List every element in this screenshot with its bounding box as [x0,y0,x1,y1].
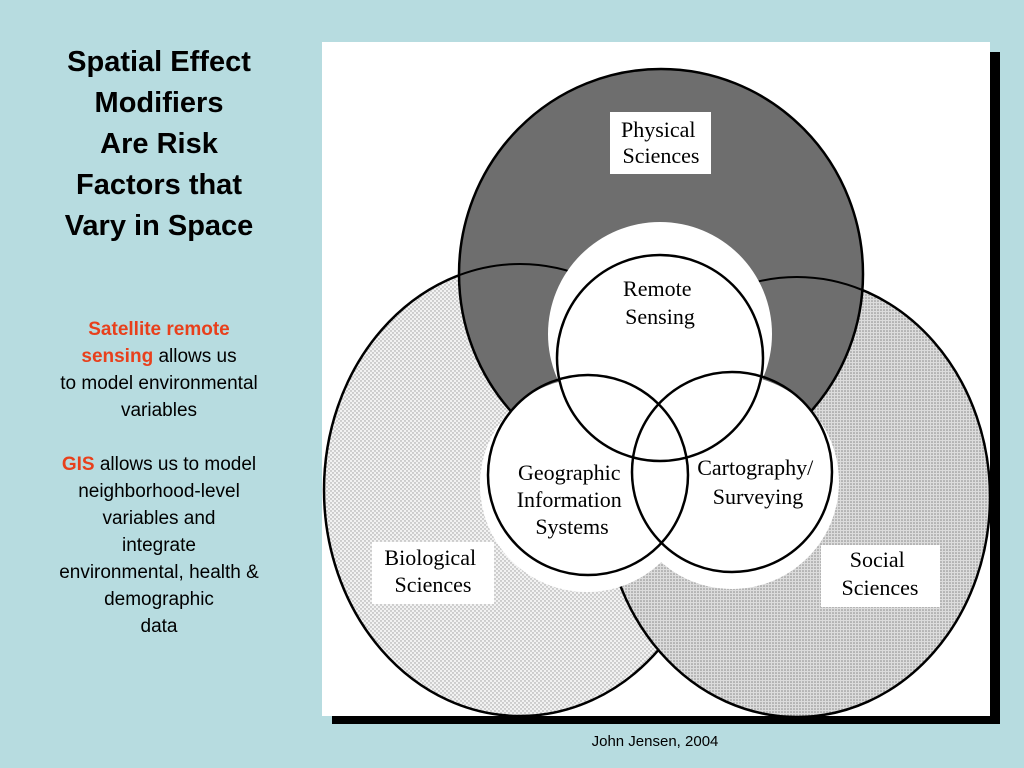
paragraph-text: to model environmental [60,373,258,394]
slide-body: Satellite remote sensing allows us to mo… [20,316,298,640]
remote-sensing-highlight: sensing [81,346,154,367]
social-sciences-label: Social Sciences [842,547,919,600]
paragraph-text: variables [120,400,198,421]
paragraph-text: neighborhood-level [78,481,240,502]
remote-sensing-label: Remote Sensing [623,276,697,329]
biological-sciences-label: Biological Sciences [384,545,481,597]
paragraph-text: data [140,616,178,637]
paragraph-text: allows us to model [99,454,257,475]
venn-diagram: Physical Sciences Remote Sensing Geograp… [322,67,990,716]
slide-title: Spatial Effect Modifiers Are Risk Factor… [20,42,298,247]
paragraph-text: integrate [122,535,196,556]
remote-sensing-paragraph-line: Satellite remote [20,316,298,343]
image-credit: John Jensen, 2004 [591,733,719,750]
title-line: Are Risk [100,128,218,160]
physical-sciences-label: Physical Sciences [621,117,701,168]
remote-sensing-paragraph-line: sensing allows us [20,343,298,370]
venn-diagram-panel: Physical Sciences Remote Sensing Geograp… [322,42,990,716]
remote-sensing-highlight: Satellite remote [88,319,230,340]
paragraph-text: environmental, health & [59,562,259,583]
cartography-surveying-label: Cartography/ Surveying [697,455,819,509]
biological-label-box [372,542,494,604]
title-line: Modifiers [94,87,224,119]
title-line: Spatial Effect [67,46,251,78]
social-label-box [821,545,940,607]
gis-paragraph-line: GIS allows us to model [20,451,298,478]
paragraph-text: demographic [104,589,214,610]
gis-highlight: GIS [61,454,95,475]
cartography-circle [630,370,834,574]
gis-label: Geographic Information Systems [517,460,628,539]
paragraph-text: allows us [158,346,237,367]
paragraph-text: variables and [102,508,216,529]
title-line: Factors that [76,169,242,201]
gis-circle [486,373,690,577]
title-line: Vary in Space [64,210,254,242]
inner-halo [480,222,839,592]
physical-label-box [610,112,711,174]
remote-sensing-circle [555,253,765,463]
